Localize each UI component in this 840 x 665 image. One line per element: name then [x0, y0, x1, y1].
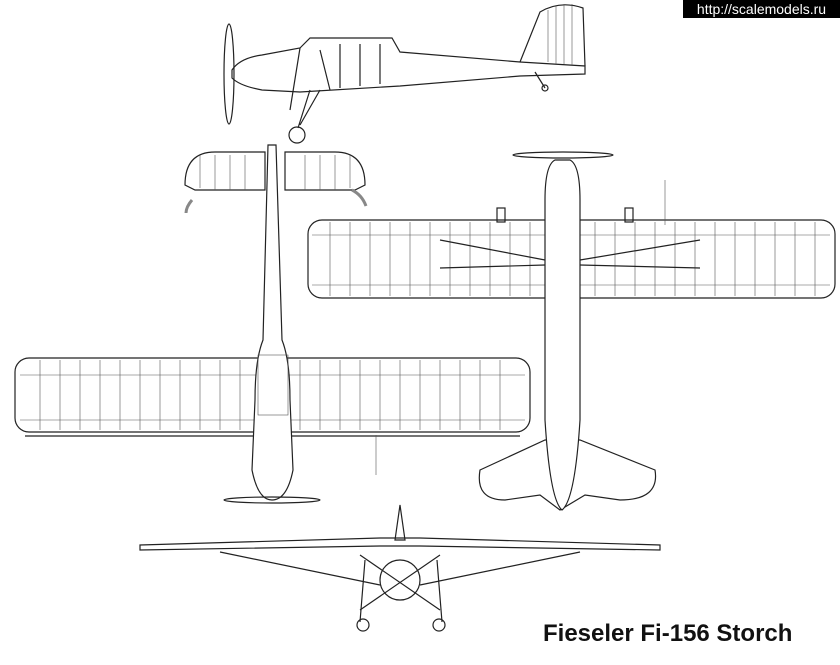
- top-view: [14, 144, 531, 504]
- front-view: [139, 504, 661, 632]
- arrow-icon: [184, 199, 194, 214]
- bottom-view: [307, 151, 836, 511]
- watermark-url: http://scalemodels.ru: [683, 0, 840, 18]
- side-view: [223, 4, 586, 144]
- drawing-title: Fieseler Fi-156 Storch: [543, 620, 793, 647]
- arrow-icon: [351, 188, 368, 207]
